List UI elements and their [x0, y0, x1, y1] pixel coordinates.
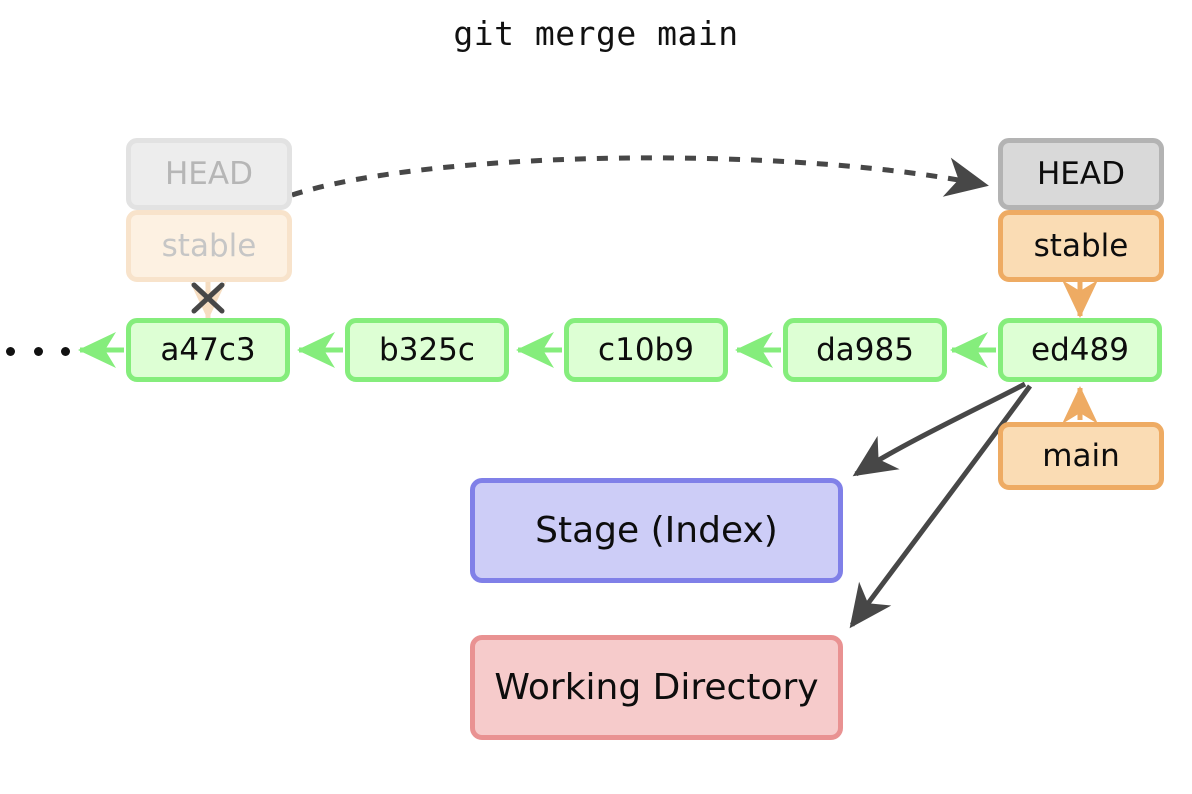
head-ref-label: HEAD [1037, 156, 1125, 192]
stable-branch-box-current[interactable]: stable [998, 210, 1164, 282]
commit-node-a47c3[interactable]: a47c3 [126, 318, 290, 382]
stable-branch-label: stable [161, 228, 257, 264]
head-ref-box-previous[interactable]: HEAD [126, 138, 292, 210]
working-directory-box[interactable]: Working Directory [470, 635, 843, 740]
main-branch-label: main [1042, 438, 1120, 474]
commit-node-c10b9[interactable]: c10b9 [564, 318, 728, 382]
main-branch-box[interactable]: main [998, 422, 1164, 490]
page-title: git merge main [453, 14, 739, 53]
head-move-dashed-arrow [291, 155, 989, 198]
commit-node-b325c[interactable]: b325c [345, 318, 509, 382]
stable-branch-box-previous[interactable]: stable [126, 210, 292, 282]
commit-label: c10b9 [598, 332, 694, 368]
ed489-to-working-directory-arrow [849, 384, 1033, 629]
stable-branch-label: stable [1033, 228, 1129, 264]
commit-label: a47c3 [160, 332, 256, 368]
head-ref-label: HEAD [165, 156, 253, 192]
commit-label: da985 [816, 332, 914, 368]
commit-node-da985[interactable]: da985 [783, 318, 947, 382]
stage-index-box[interactable]: Stage (Index) [470, 478, 843, 583]
working-directory-label: Working Directory [494, 667, 819, 708]
commit-label: b325c [379, 332, 475, 368]
head-ref-box-current[interactable]: HEAD [998, 138, 1164, 210]
ellipsis-dot [33, 346, 43, 356]
ellipsis-dot [61, 346, 70, 356]
ellipsis-dot [6, 346, 15, 356]
history-ellipsis [6, 332, 70, 370]
commit-label: ed489 [1031, 332, 1129, 368]
commit-node-ed489[interactable]: ed489 [998, 318, 1162, 382]
stage-index-label: Stage (Index) [535, 510, 778, 551]
cross-mark-icon [191, 282, 225, 314]
